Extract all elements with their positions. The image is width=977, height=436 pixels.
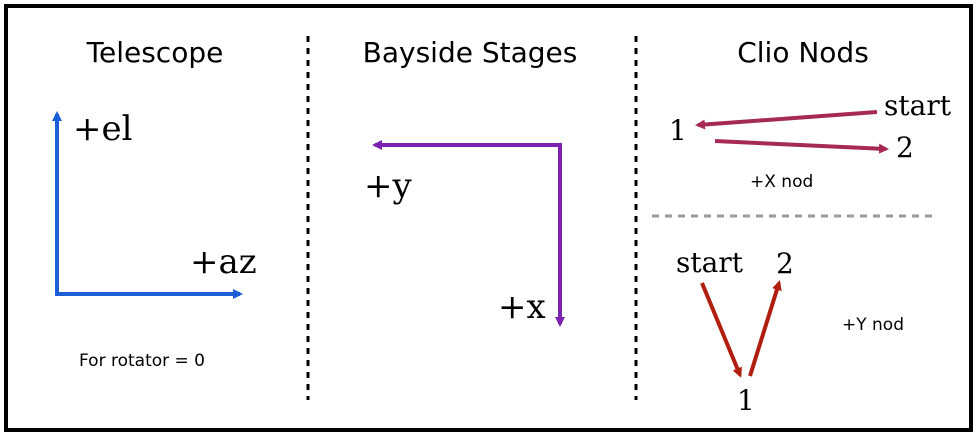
y-nod-diagram: start 2 1 +Y nod bbox=[676, 246, 904, 417]
y-nod-caption: +Y nod bbox=[842, 315, 904, 335]
y-nod-start-label: start bbox=[676, 246, 744, 279]
x-nod-pos2-label: 2 bbox=[896, 131, 914, 164]
x-nod-arrow-start-to-1 bbox=[695, 110, 878, 130]
clio-title: Clio Nods bbox=[737, 36, 869, 69]
y-nod-arrow-start-to-1 bbox=[700, 282, 742, 378]
y-nod-pos1-label: 1 bbox=[737, 384, 755, 417]
telescope-panel: Telescope +el +az For rotator = 0 bbox=[52, 36, 257, 371]
el-label: +el bbox=[73, 109, 132, 149]
bayside-title: Bayside Stages bbox=[363, 36, 578, 69]
diagram-frame bbox=[4, 4, 973, 432]
y-nod-pos2-label: 2 bbox=[776, 247, 794, 280]
clio-panel: Clio Nods start 1 2 +X nod start 2 1 +Y … bbox=[652, 36, 952, 417]
x-nod-start-label: start bbox=[884, 89, 952, 122]
y-label: +y bbox=[364, 166, 412, 206]
x-nod-pos1-label: 1 bbox=[669, 114, 687, 147]
rotator-note: For rotator = 0 bbox=[79, 351, 205, 371]
az-label: +az bbox=[190, 242, 257, 282]
x-nod-caption: +X nod bbox=[750, 172, 813, 192]
y-nod-arrow-1-to-2 bbox=[748, 280, 782, 377]
bayside-panel: Bayside Stages +y +x bbox=[363, 36, 578, 327]
x-nod-diagram: start 1 2 +X nod bbox=[669, 89, 952, 192]
telescope-title: Telescope bbox=[86, 36, 224, 69]
x-nod-arrow-1-to-2 bbox=[714, 139, 889, 154]
x-label: +x bbox=[498, 287, 546, 327]
